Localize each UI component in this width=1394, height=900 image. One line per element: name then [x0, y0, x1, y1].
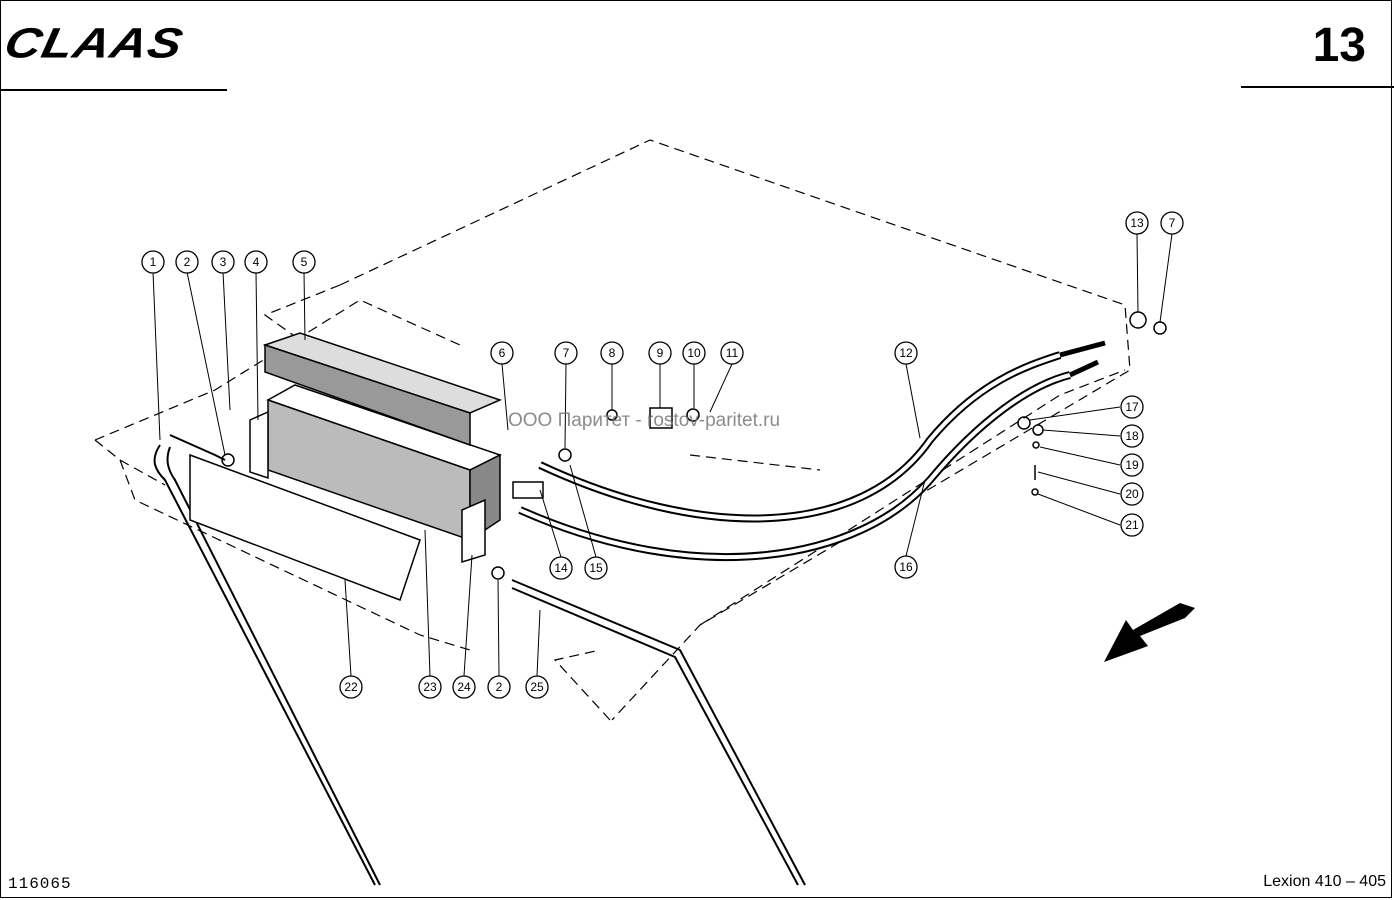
- svg-text:20: 20: [1125, 487, 1139, 501]
- svg-text:10: 10: [687, 346, 701, 360]
- callout-14: 14: [549, 556, 573, 580]
- callout-4: 4: [244, 250, 268, 274]
- svg-text:21: 21: [1125, 518, 1139, 532]
- page-number: 13: [1312, 19, 1366, 72]
- drawing-number: 116065: [8, 875, 72, 893]
- leader-lines: [152, 233, 1173, 677]
- svg-text:11: 11: [726, 346, 739, 360]
- callout-25: 25: [525, 675, 549, 699]
- callout-6: 6: [490, 341, 514, 365]
- callout-21: 21: [1120, 513, 1144, 537]
- svg-text:14: 14: [554, 561, 568, 575]
- svg-text:13: 13: [1130, 216, 1144, 230]
- svg-text:6: 6: [499, 346, 506, 360]
- svg-text:7: 7: [563, 346, 570, 360]
- svg-text:3: 3: [220, 255, 227, 269]
- foam-seal: [262, 332, 503, 447]
- callout-16: 16: [894, 555, 918, 579]
- callout-3: 3: [211, 250, 235, 274]
- callout-19: 19: [1120, 453, 1144, 477]
- callout-24: 24: [452, 675, 476, 699]
- callout-2-bottom: 2: [487, 675, 511, 699]
- model-label: Lexion 410 – 405: [1263, 873, 1386, 890]
- svg-text:8: 8: [609, 346, 616, 360]
- support-tubes: [153, 434, 806, 886]
- direction-arrow: [1104, 603, 1195, 662]
- callout-8: 8: [600, 341, 624, 365]
- callout-9: 9: [648, 341, 672, 365]
- page-number-underline: [1241, 86, 1394, 88]
- svg-text:12: 12: [899, 346, 913, 360]
- logo-underline: [0, 89, 227, 91]
- callout-18: 18: [1120, 424, 1144, 448]
- callout-7-right: 7: [1160, 211, 1184, 235]
- hydraulic-hoses: [518, 340, 1106, 562]
- svg-text:5: 5: [301, 255, 308, 269]
- callout-1: 1: [141, 250, 165, 274]
- svg-text:23: 23: [423, 680, 437, 694]
- svg-text:2: 2: [496, 680, 503, 694]
- svg-text:18: 18: [1125, 429, 1139, 443]
- small-fittings: [221, 311, 1167, 580]
- callout-15: 15: [584, 556, 608, 580]
- svg-text:22: 22: [344, 680, 358, 694]
- callout-11: 11: [720, 341, 744, 365]
- callout-5: 5: [292, 250, 316, 274]
- svg-text:7: 7: [1169, 216, 1176, 230]
- svg-text:24: 24: [457, 680, 471, 694]
- callout-17: 17: [1120, 395, 1144, 419]
- callout-23: 23: [418, 675, 442, 699]
- callout-7: 7: [554, 341, 578, 365]
- svg-text:17: 17: [1125, 400, 1139, 414]
- svg-text:9: 9: [657, 346, 664, 360]
- svg-text:1: 1: [150, 255, 157, 269]
- svg-text:16: 16: [899, 560, 913, 574]
- callout-13: 13: [1125, 211, 1149, 235]
- callout-20: 20: [1120, 482, 1144, 506]
- svg-text:19: 19: [1125, 458, 1139, 472]
- svg-text:15: 15: [589, 561, 603, 575]
- svg-text:25: 25: [530, 680, 544, 694]
- callout-2: 2: [175, 250, 199, 274]
- watermark-text: ООО Паритет - rostov-paritet.ru: [508, 410, 781, 431]
- radiator-screen: [189, 453, 421, 601]
- callout-22: 22: [339, 675, 363, 699]
- svg-text:4: 4: [253, 255, 260, 269]
- mounting-bracket: [249, 410, 486, 564]
- svg-text:2: 2: [184, 255, 191, 269]
- callout-10: 10: [682, 341, 706, 365]
- callout-12: 12: [894, 341, 918, 365]
